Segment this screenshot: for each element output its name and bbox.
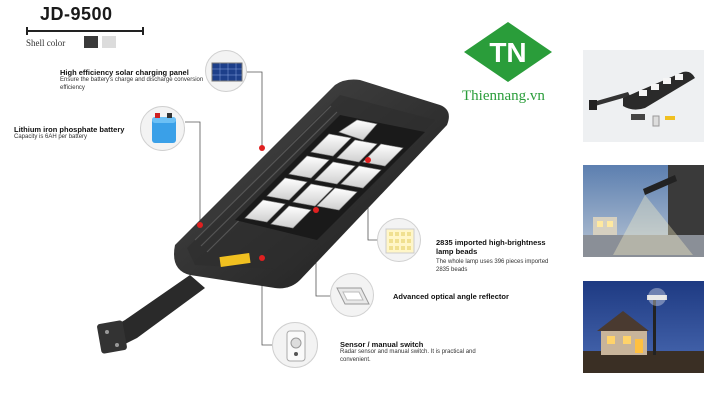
feature-title: Advanced optical angle reflector: [393, 292, 509, 301]
feature-reflector: Advanced optical angle reflector: [393, 292, 543, 301]
dusk-installation-photo: [583, 165, 704, 257]
feature-solar-panel: High efficiency solar charging panel Ens…: [60, 68, 210, 92]
sensor-switch-icon: [286, 330, 306, 362]
shell-color-label: Shell color: [26, 38, 66, 48]
shell-color-swatch-dark: [84, 36, 98, 48]
shell-color-swatch-light: [102, 36, 116, 48]
feature-description: Ensure the battery's charge and discharg…: [60, 77, 204, 91]
reflector-thumbnail: [330, 273, 374, 317]
house-night-photo: [583, 281, 704, 373]
solar-panel-icon: [211, 62, 243, 82]
street-lamp-illustration: [97, 79, 449, 354]
led-beads-icon: [385, 228, 415, 254]
feature-title: Sensor / manual switch: [340, 340, 424, 349]
dusk-scene-image: [583, 165, 704, 257]
battery-icon: [152, 113, 176, 143]
feature-lamp-beads: 2835 imported high-brightness lamp beads…: [436, 238, 556, 274]
feature-description: The whole lamp uses 396 pieces imported …: [436, 259, 549, 273]
reflector-icon: [336, 287, 370, 305]
title-divider: [26, 27, 144, 35]
feature-title: 2835 imported high-brightness lamp beads: [436, 238, 546, 256]
product-kit-photo: [583, 50, 704, 142]
feature-battery: Lithium iron phosphate battery Capacity …: [14, 125, 144, 142]
feature-description: Radar sensor and manual switch. It is pr…: [340, 349, 476, 363]
feature-description: Capacity is 6AH per battery: [14, 134, 88, 140]
logo-monogram: TN: [489, 37, 526, 68]
feature-title: High efficiency solar charging panel: [60, 68, 189, 77]
thiennang-logo: TN: [464, 22, 552, 82]
solar-panel-thumbnail: [205, 50, 247, 92]
product-kit-image: [583, 50, 704, 142]
lamp-beads-thumbnail: [377, 218, 421, 262]
model-title: JD-9500: [40, 4, 113, 24]
feature-sensor-switch: Sensor / manual switch Radar sensor and …: [340, 340, 490, 364]
switch-thumbnail: [272, 322, 318, 368]
feature-title: Lithium iron phosphate battery: [14, 125, 125, 134]
logo-text: Thiennang.vn: [462, 88, 545, 104]
battery-thumbnail: [140, 106, 185, 151]
house-night-image: [583, 281, 704, 373]
